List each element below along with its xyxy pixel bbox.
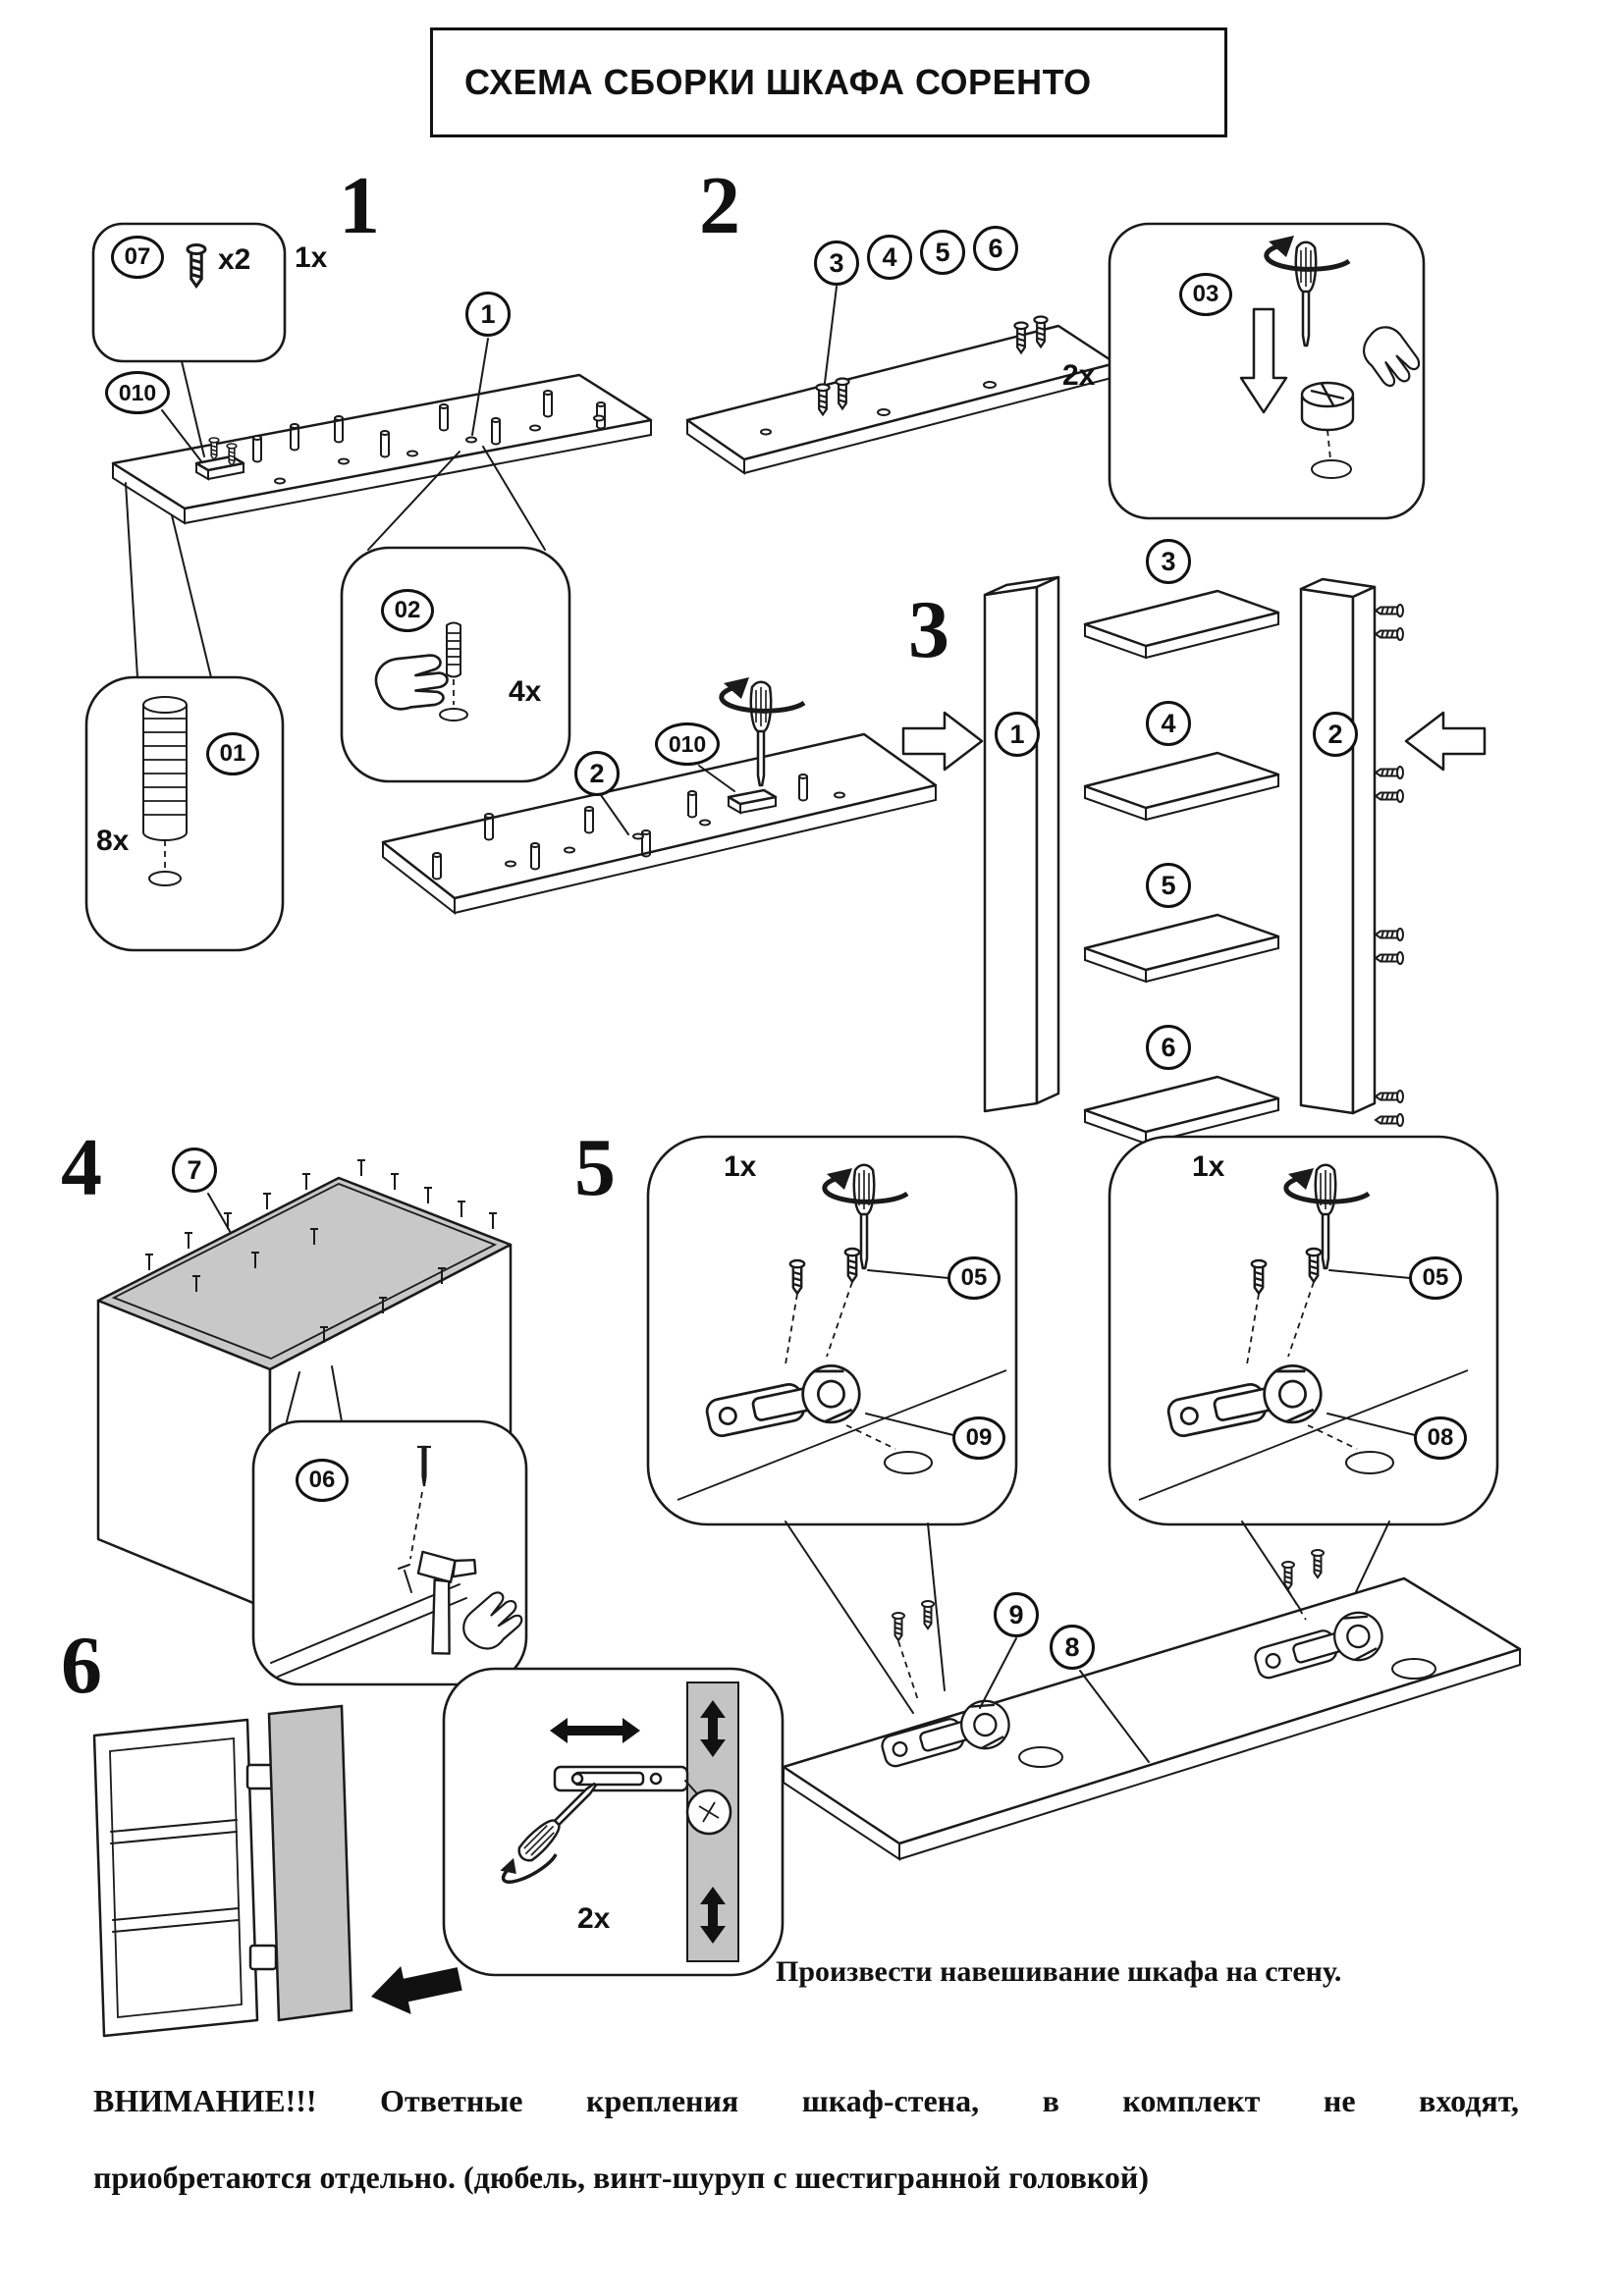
arrow-vertical-icon xyxy=(700,1700,726,1757)
badge-part-4: 4 xyxy=(867,235,912,280)
badge-part-3: 3 xyxy=(1146,539,1191,584)
screw-icon xyxy=(921,1600,935,1629)
badge-part-1: 1 xyxy=(995,712,1040,757)
qty-label: 8x xyxy=(96,825,130,857)
step6-number: 6 xyxy=(61,1620,102,1711)
step3-illustration xyxy=(901,575,1487,1146)
qty-label: 1x xyxy=(724,1150,757,1183)
badge-part-5: 5 xyxy=(1146,863,1191,908)
side-panel-right xyxy=(1299,577,1377,1115)
arrow-left-icon xyxy=(1404,711,1487,772)
screw-icon xyxy=(1311,1549,1325,1578)
bracket-010 xyxy=(194,437,245,481)
hang-instruction: Произвести навешивание шкафа на стену. xyxy=(776,1955,1342,1988)
badge-hardware-05: 05 xyxy=(947,1256,1001,1300)
assembled-cabinet xyxy=(92,1704,353,2038)
step2-illustration xyxy=(685,222,1426,520)
badge-hardware-010: 010 xyxy=(105,371,170,414)
callout-hinge-08 xyxy=(1108,1135,1499,1526)
badge-part-8: 8 xyxy=(1050,1625,1095,1670)
cabinet-door xyxy=(267,1704,353,2022)
warning-text-line1: ВНИМАНИЕ!!! Ответные крепления шкаф-стен… xyxy=(93,2083,1519,2118)
nail-icon xyxy=(390,1173,400,1191)
badge-part-2: 2 xyxy=(1313,712,1358,757)
step4-illustration xyxy=(96,1159,530,1686)
shelf-6 xyxy=(1083,1075,1280,1146)
arrow-right-icon xyxy=(901,711,984,772)
nail-icon xyxy=(184,1232,193,1250)
cam-bolt-icon xyxy=(1375,627,1404,641)
badge-part-6: 6 xyxy=(973,226,1018,271)
cam-bolt-icon xyxy=(1375,1090,1404,1103)
shelf-4 xyxy=(1083,751,1280,822)
arrow-vertical-icon xyxy=(700,1887,726,1944)
arrow-horizontal-icon xyxy=(550,1718,640,1743)
hinge-side-view-icon xyxy=(553,1765,732,1836)
shelf-5 xyxy=(1083,913,1280,984)
title-box: СХЕМА СБОРКИ ШКАФА СОРЕНТО xyxy=(430,27,1227,137)
badge-hardware-08: 08 xyxy=(1414,1416,1467,1460)
badge-part-2: 2 xyxy=(574,751,620,796)
step6-illustration xyxy=(92,1667,785,2038)
cam-bolt-icon xyxy=(1375,1113,1404,1127)
badge-hardware-09: 09 xyxy=(952,1416,1005,1460)
cam-bolt-icon xyxy=(1375,951,1404,965)
hand-icon xyxy=(374,654,449,711)
warning-text-line2: приобретаются отдельно. (дюбель, винт-шу… xyxy=(93,2160,1149,2195)
page-title: СХЕМА СБОРКИ ШКАФА СОРЕНТО xyxy=(464,62,1092,102)
cam-bolt-icon xyxy=(1375,789,1404,803)
nail-icon xyxy=(457,1201,466,1218)
badge-part-4: 4 xyxy=(1146,701,1191,746)
step2-number: 2 xyxy=(699,160,740,251)
bracket-010 xyxy=(727,788,778,815)
step5-illustration xyxy=(646,1135,1522,1861)
badge-hardware-06: 06 xyxy=(296,1459,349,1502)
badge-hardware-03: 03 xyxy=(1179,273,1232,316)
badge-part-6: 6 xyxy=(1146,1025,1191,1070)
badge-part-1: 1 xyxy=(465,292,511,337)
badge-part-9: 9 xyxy=(994,1592,1039,1637)
nail-icon xyxy=(488,1212,498,1230)
cam-lock-icon xyxy=(1300,381,1355,432)
nail-icon xyxy=(356,1159,366,1177)
nail-icon xyxy=(301,1173,311,1191)
dowel-icon xyxy=(446,621,461,678)
qty-label: 2x xyxy=(1062,359,1096,392)
step1-number: 1 xyxy=(339,160,380,251)
badge-hardware-07: 07 xyxy=(111,236,164,279)
qty-label: 2x xyxy=(577,1902,611,1935)
badge-part-5: 5 xyxy=(920,230,965,275)
badge-hardware-05: 05 xyxy=(1409,1256,1462,1300)
badge-part-3: 3 xyxy=(814,240,859,286)
nail-icon xyxy=(144,1254,154,1271)
dowel-large-icon xyxy=(142,696,188,841)
nail-icon xyxy=(262,1193,272,1210)
cam-bolt-icon xyxy=(1375,928,1404,941)
qty-label: x2 xyxy=(218,243,251,276)
arrow-down-icon xyxy=(1239,307,1288,414)
cam-bolt-icon xyxy=(1375,766,1404,779)
step1-illustration xyxy=(84,222,938,952)
step3-number: 3 xyxy=(908,584,949,675)
qty-label: 1x xyxy=(1192,1150,1225,1183)
badge-hardware-01: 01 xyxy=(206,732,259,775)
shelf-3 xyxy=(1083,589,1280,660)
step4-number: 4 xyxy=(61,1122,102,1213)
cam-bolt-icon xyxy=(1375,604,1404,617)
badge-hardware-010: 010 xyxy=(655,722,720,766)
qty-label: 1x xyxy=(295,241,328,274)
badge-hardware-02: 02 xyxy=(381,589,434,632)
qty-label: 4x xyxy=(509,675,542,708)
side-panel-left xyxy=(983,575,1060,1113)
step5-number: 5 xyxy=(574,1122,616,1213)
badge-part-7: 7 xyxy=(172,1148,217,1193)
nail-icon xyxy=(423,1187,433,1204)
arrow-left-icon xyxy=(371,1966,462,2014)
screw-icon xyxy=(892,1612,905,1641)
